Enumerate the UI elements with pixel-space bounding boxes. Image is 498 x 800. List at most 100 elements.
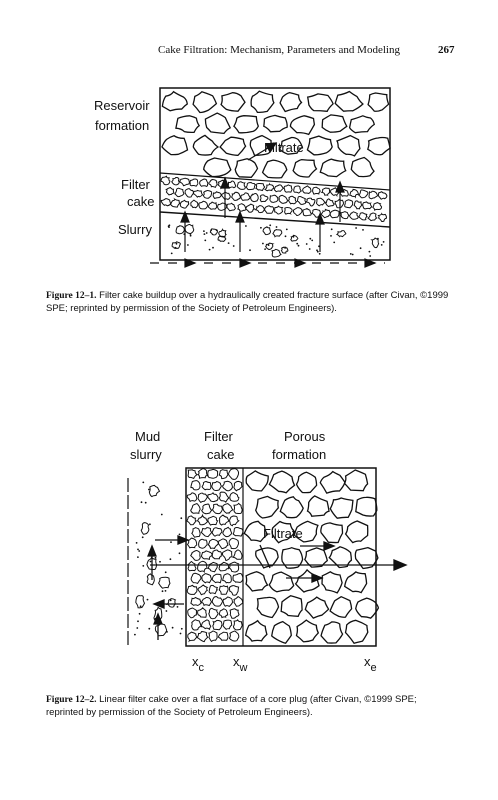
grain-shape xyxy=(264,242,275,251)
particle-dot xyxy=(203,233,206,236)
grain-shape xyxy=(293,520,319,543)
grain-shape xyxy=(196,630,209,643)
grain-shape xyxy=(208,630,218,643)
grain-shape xyxy=(192,134,220,156)
grain-shape xyxy=(343,469,369,492)
particle-dot xyxy=(138,612,141,615)
particle-dot xyxy=(262,242,264,245)
grain-shape xyxy=(287,195,298,205)
grain-shape xyxy=(264,182,275,192)
grain-shape xyxy=(158,576,171,589)
grain-shape xyxy=(262,226,272,236)
grain-shape xyxy=(335,134,361,157)
grain-shape xyxy=(171,241,181,249)
grain-shape xyxy=(256,596,280,619)
grain-shape xyxy=(306,495,330,517)
grain-shape xyxy=(358,212,369,221)
grain-shape xyxy=(179,199,190,209)
particle-dot xyxy=(161,590,164,593)
grain-shape xyxy=(355,496,378,517)
grain-shape xyxy=(357,189,369,199)
grain-shape xyxy=(302,185,312,194)
grain-shape xyxy=(197,492,208,504)
grain-shape xyxy=(292,158,318,178)
grain-shape xyxy=(200,527,213,538)
particle-dot xyxy=(311,239,314,242)
grain-shape xyxy=(237,203,247,212)
particle-dot xyxy=(330,235,332,237)
grain-shape xyxy=(227,561,240,573)
label-mud-2: slurry xyxy=(130,447,162,462)
label-filtrate-1: Filtrate xyxy=(264,140,304,155)
particle-dot xyxy=(284,235,287,238)
grain-shape xyxy=(164,186,175,196)
grain-shape xyxy=(319,470,346,494)
grain-shape xyxy=(219,514,230,526)
grain-shape xyxy=(304,547,329,568)
grain-shape xyxy=(184,188,194,198)
particle-dot xyxy=(170,252,173,255)
particle-dot xyxy=(292,235,295,238)
grain-shape xyxy=(228,585,240,596)
grain-shape xyxy=(334,198,344,209)
particle-dot xyxy=(359,247,362,250)
grain-shape xyxy=(187,631,198,643)
grain-shape xyxy=(329,595,353,618)
particle-dot xyxy=(227,242,230,245)
grain-shape xyxy=(255,182,266,192)
grain-shape xyxy=(320,621,344,644)
grain-shape xyxy=(179,177,190,187)
label-filtrate-2: Filtrate xyxy=(263,526,303,541)
grain-shape xyxy=(233,595,244,607)
particle-dot xyxy=(149,560,152,563)
figure-1-caption-text: Filter cake buildup over a hydraulically… xyxy=(46,290,449,314)
grain-shape xyxy=(279,496,304,519)
particle-dot xyxy=(377,237,379,240)
particle-dot xyxy=(369,255,372,257)
grain-shape xyxy=(221,191,231,201)
grain-shape xyxy=(212,191,222,200)
label-xc: xc xyxy=(192,654,205,674)
grain-shape xyxy=(211,480,222,492)
grain-shape xyxy=(320,187,331,197)
particle-dot xyxy=(169,599,172,602)
grain-shape xyxy=(255,547,279,569)
running-header: Cake Filtration: Mechanism, Parameters a… xyxy=(158,44,400,56)
grain-shape xyxy=(174,187,185,198)
particle-dot xyxy=(134,633,136,636)
grain-shape xyxy=(245,571,269,592)
grain-shape xyxy=(190,480,201,491)
figure-2-caption: Figure 12–2. Linear filter cake over a f… xyxy=(46,694,456,718)
grain-shape xyxy=(250,90,275,114)
grain-shape xyxy=(320,522,344,544)
grain-shape xyxy=(197,468,209,479)
particle-dot xyxy=(333,241,336,244)
grain-shape xyxy=(154,622,168,637)
particle-dot xyxy=(269,224,272,227)
figure-2-caption-label: Figure 12–2. xyxy=(46,695,97,705)
grain-shape xyxy=(222,619,233,631)
grain-shape xyxy=(254,205,265,214)
grain-shape xyxy=(186,492,198,503)
grain-shape xyxy=(222,573,232,584)
grain-shape xyxy=(234,158,259,178)
grain-shape xyxy=(200,619,212,631)
grain-shape xyxy=(343,571,368,594)
particle-dot xyxy=(275,226,278,228)
grain-shape xyxy=(232,618,243,631)
grain-shape xyxy=(271,620,292,644)
grain-shape xyxy=(280,246,289,254)
grain-shape xyxy=(292,207,303,217)
grain-shape xyxy=(226,202,236,212)
grain-shape xyxy=(250,193,259,203)
grain-shape xyxy=(228,468,240,480)
label-porous-2: formation xyxy=(272,447,326,462)
label-reservoir-2: formation xyxy=(95,118,149,133)
grain-shape xyxy=(227,180,237,189)
particle-dot xyxy=(309,237,312,240)
grain-shape xyxy=(191,619,202,631)
figure-1-box xyxy=(159,87,391,261)
grain-shape xyxy=(193,189,204,198)
grain-shape xyxy=(302,207,312,217)
particle-dot xyxy=(149,523,151,526)
